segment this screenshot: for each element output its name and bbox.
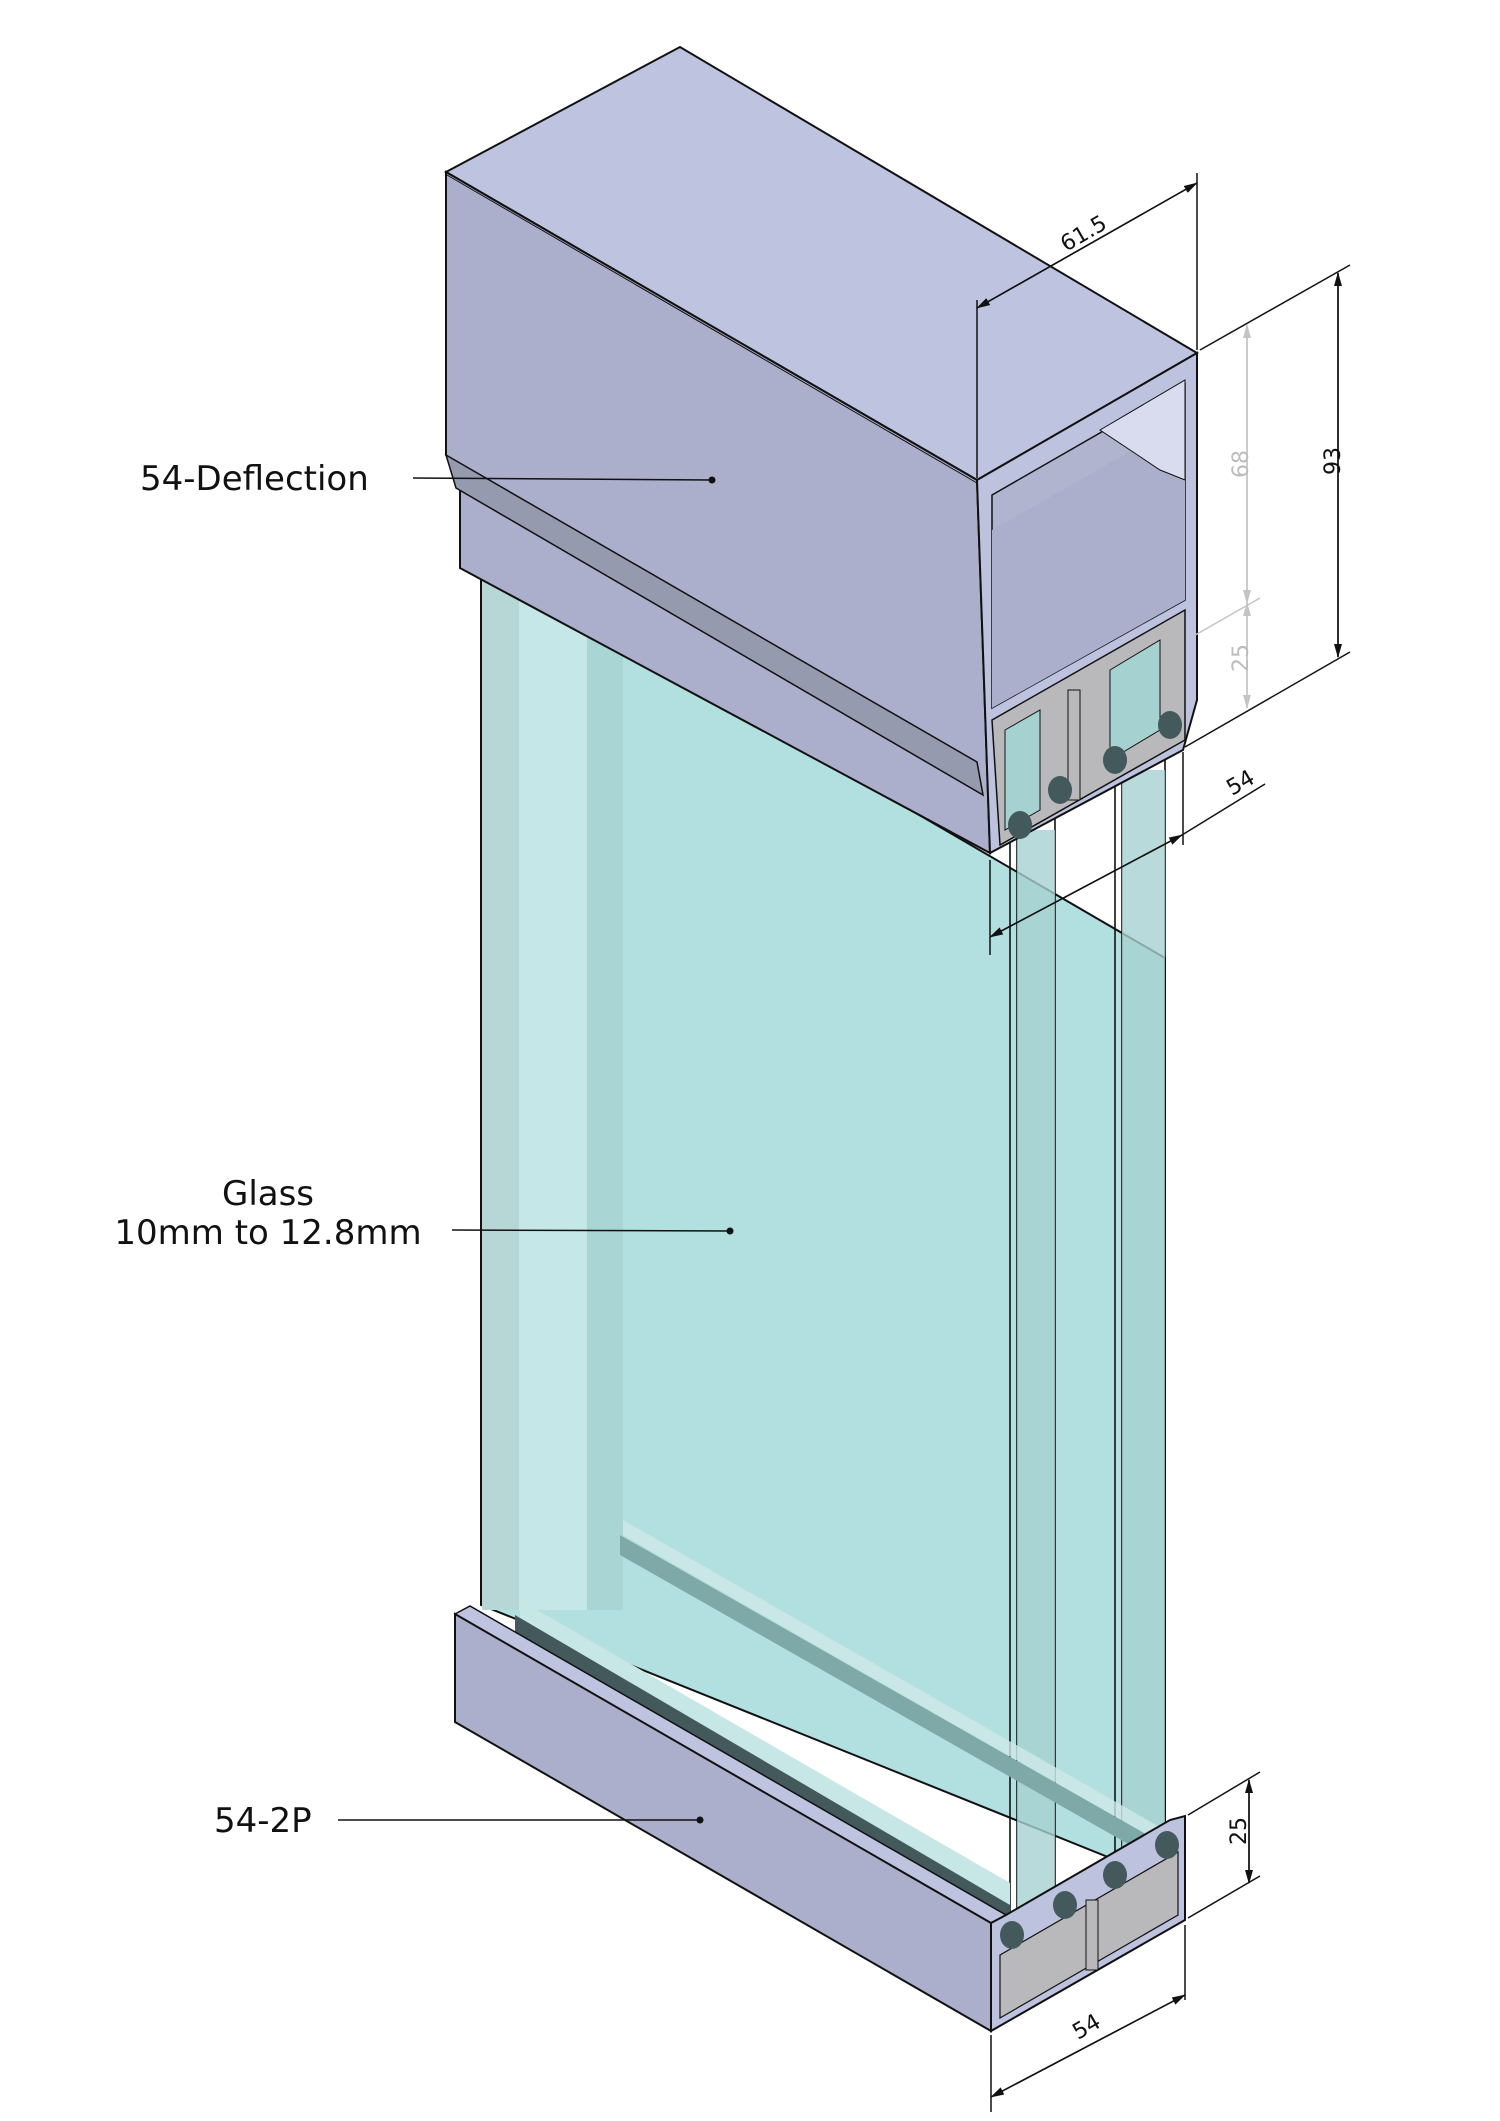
callout-base: 54-2P <box>214 1801 704 1841</box>
dimension-93 <box>1184 264 1351 748</box>
dim-head-upper-height: 68 <box>1229 450 1254 478</box>
callout-base-label: 54-2P <box>214 1801 312 1841</box>
head-chamfer <box>444 453 985 797</box>
base-profile <box>453 1605 1186 2033</box>
glass-mid-band <box>587 560 623 1610</box>
glass-panels <box>480 558 1166 1980</box>
callout-glass-label-1: Glass <box>222 1174 314 1214</box>
dimension-61-5 <box>976 173 1198 478</box>
dim-head-width: 54 <box>1223 766 1260 802</box>
head-profile <box>443 45 1199 855</box>
callout-glass-label-2: 10mm to 12.8mm <box>114 1213 421 1253</box>
glass-light-band <box>519 560 587 1610</box>
dimension-54-base <box>990 1925 1186 2112</box>
dim-head-total-height: 93 <box>1321 447 1346 475</box>
glass-edge-band <box>482 560 519 1610</box>
dim-head-lower-height: 25 <box>1229 644 1254 672</box>
dim-head-depth: 61.5 <box>1057 211 1112 257</box>
dim-base-height: 25 <box>1227 1817 1252 1845</box>
dimension-25-base <box>1187 1771 1261 1919</box>
callout-head: 54-Deflection <box>140 459 716 499</box>
callout-head-label: 54-Deflection <box>140 459 369 499</box>
dimension-54-head <box>989 752 1266 955</box>
dimension-68 <box>1189 324 1261 639</box>
callout-glass: Glass 10mm to 12.8mm <box>114 1174 734 1253</box>
